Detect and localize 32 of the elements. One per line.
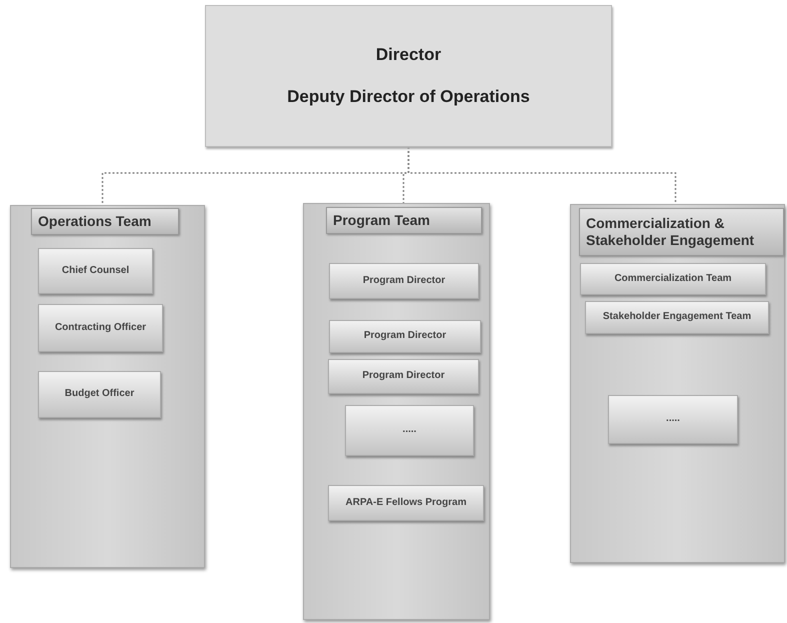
director-box: [205, 5, 612, 147]
position-title: .....: [402, 424, 416, 437]
position-box: [328, 485, 484, 521]
position-title: Stakeholder Engagement Team: [602, 311, 752, 324]
position-title: Chief Counsel: [62, 264, 130, 278]
position-box: [329, 320, 481, 353]
connector-line: [408, 147, 676, 204]
deputy-title: Deputy Director of Operations: [287, 87, 530, 107]
position-box: [345, 405, 474, 456]
team-column: [570, 204, 785, 563]
position-title: ARPA-E Fellows Program: [346, 496, 466, 510]
position-box: [580, 263, 766, 295]
position-title: Budget Officer: [64, 388, 134, 401]
position-title: Contracting Officer: [54, 322, 146, 334]
team-heading: Commercialization & Stakeholder Engagement: [579, 208, 784, 256]
team-heading: Operations Team: [31, 208, 179, 235]
team-heading: Program Team: [326, 207, 482, 234]
director-title: Director: [376, 45, 442, 65]
position-box: [585, 301, 769, 334]
position-box: [328, 359, 479, 394]
position-box: [38, 248, 153, 294]
position-title: .....: [666, 413, 680, 426]
team-column: [303, 203, 490, 620]
team-column: [10, 205, 205, 568]
position-box: [329, 263, 479, 299]
position-title: Commercialization Team: [614, 272, 732, 286]
position-box: [38, 304, 163, 352]
position-title: Program Director: [362, 370, 445, 383]
position-title: Program Director: [362, 274, 446, 288]
position-box: [38, 371, 161, 418]
position-box: [608, 395, 738, 444]
position-title: Program Director: [364, 330, 446, 343]
